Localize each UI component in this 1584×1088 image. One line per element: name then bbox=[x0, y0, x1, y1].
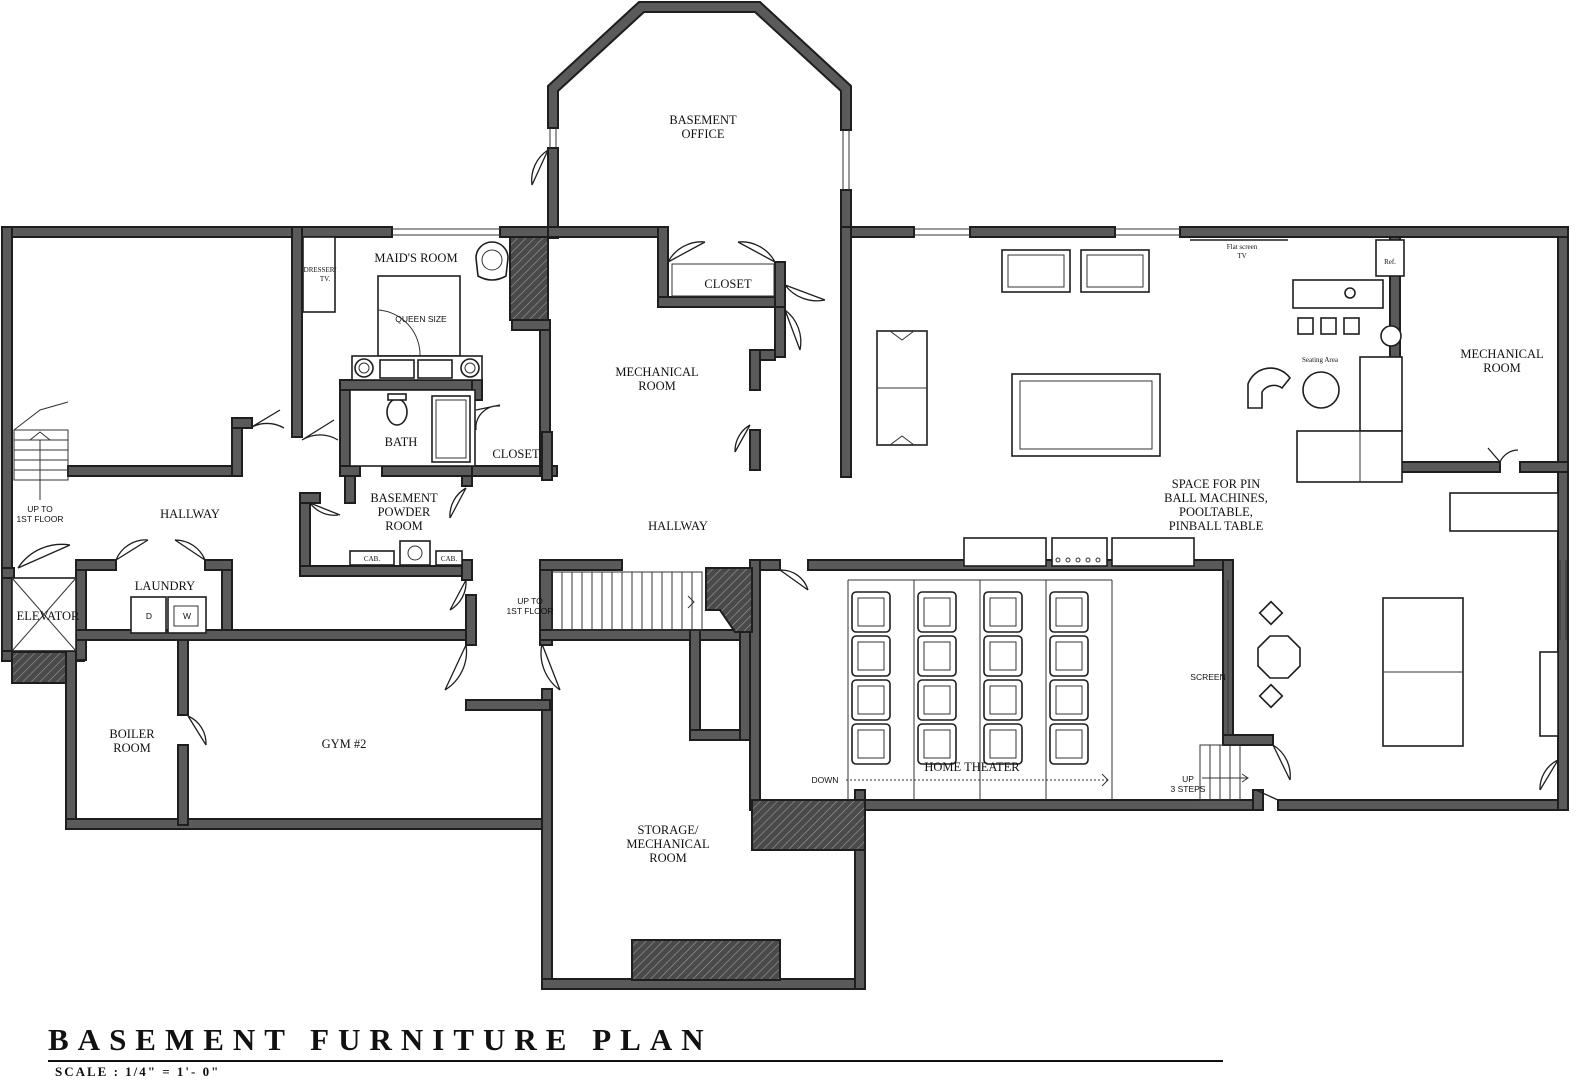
label-hallway-center: HALLWAY bbox=[648, 519, 708, 533]
room-labels: BASEMENT OFFICE MAID'S ROOM DRESSER/ TV.… bbox=[16, 113, 1543, 865]
label-powder-2: POWDER bbox=[378, 505, 431, 519]
label-mechanical-left-2: ROOM bbox=[638, 379, 676, 393]
label-mechanical-right-2: ROOM bbox=[1483, 361, 1521, 375]
label-powder-3: ROOM bbox=[385, 519, 423, 533]
label-up-center-1: UP TO bbox=[517, 596, 543, 606]
label-storage-2: MECHANICAL bbox=[626, 837, 709, 851]
label-powder-1: BASEMENT bbox=[370, 491, 438, 505]
office-closet bbox=[671, 263, 775, 297]
label-up-left-1: UP TO bbox=[27, 504, 53, 514]
rec-room-furniture bbox=[876, 239, 1559, 747]
plan-scale: SCALE : 1/4" = 1'- 0" bbox=[55, 1064, 221, 1079]
label-screen: SCREEN bbox=[1190, 672, 1225, 682]
stairs-theater bbox=[1199, 744, 1249, 801]
label-basement-office-2: OFFICE bbox=[681, 127, 724, 141]
label-boiler-1: BOILER bbox=[109, 727, 155, 741]
label-mechanical-left-1: MECHANICAL bbox=[615, 365, 698, 379]
bath-fixtures bbox=[349, 389, 476, 566]
solid-chases bbox=[11, 236, 866, 981]
laundry-appliances bbox=[130, 596, 207, 634]
label-mechanical-right-1: MECHANICAL bbox=[1460, 347, 1543, 361]
label-up-left-2: 1ST FLOOR bbox=[16, 514, 63, 524]
theater-seating bbox=[846, 579, 1229, 800]
label-pinball-4: PINBALL TABLE bbox=[1169, 519, 1264, 533]
label-pinball-2: BALL MACHINES, bbox=[1164, 491, 1268, 505]
label-storage-3: ROOM bbox=[649, 851, 687, 865]
plan-title: BASEMENT FURNITURE PLAN bbox=[48, 1022, 713, 1057]
label-storage-1: STORAGE/ bbox=[638, 823, 699, 837]
label-up-center-2: 1ST FLOOR bbox=[506, 606, 553, 616]
label-dresser-1: DRESSER/ bbox=[304, 266, 337, 274]
label-pinball-1: SPACE FOR PIN bbox=[1172, 477, 1260, 491]
label-up-steps-2: 3 STEPS bbox=[1171, 784, 1206, 794]
stairs-left bbox=[13, 401, 69, 500]
label-bath: BATH bbox=[385, 435, 418, 449]
label-home-theater: HOME THEATER bbox=[924, 760, 1020, 774]
label-closet-bath: CLOSET bbox=[492, 447, 540, 461]
label-pinball-3: POOLTABLE, bbox=[1179, 505, 1253, 519]
label-ref: Ref. bbox=[1384, 258, 1396, 266]
title-block: BASEMENT FURNITURE PLAN bbox=[48, 1022, 713, 1058]
label-cab-left: CAB. bbox=[364, 555, 380, 563]
label-elevator: ELEVATOR bbox=[17, 609, 80, 623]
label-flat-screen-1: Flat screen bbox=[1227, 243, 1258, 251]
label-dresser-2: TV. bbox=[320, 275, 330, 283]
label-up-steps-1: UP bbox=[1182, 774, 1194, 784]
label-flat-screen-2: TV bbox=[1237, 252, 1246, 260]
label-hallway-left: HALLWAY bbox=[160, 507, 220, 521]
label-down: DOWN bbox=[812, 775, 839, 785]
label-dryer: D bbox=[146, 611, 152, 621]
elevator bbox=[11, 577, 77, 652]
label-maids-room: MAID'S ROOM bbox=[374, 251, 457, 265]
label-seating-area: Seating Area bbox=[1302, 356, 1339, 364]
label-gym: GYM #2 bbox=[322, 737, 367, 751]
label-closet-top: CLOSET bbox=[704, 277, 752, 291]
label-washer: W bbox=[183, 611, 191, 621]
label-basement-office-1: BASEMENT bbox=[669, 113, 737, 127]
title-underline bbox=[48, 1060, 1223, 1062]
doors bbox=[17, 128, 1567, 801]
label-queen-size: QUEEN SIZE bbox=[395, 314, 447, 324]
label-boiler-2: ROOM bbox=[113, 741, 151, 755]
stairs-center bbox=[551, 571, 703, 631]
label-laundry: LAUNDRY bbox=[135, 579, 195, 593]
maids-furniture bbox=[302, 236, 509, 381]
label-cab-right: CAB. bbox=[441, 555, 457, 563]
